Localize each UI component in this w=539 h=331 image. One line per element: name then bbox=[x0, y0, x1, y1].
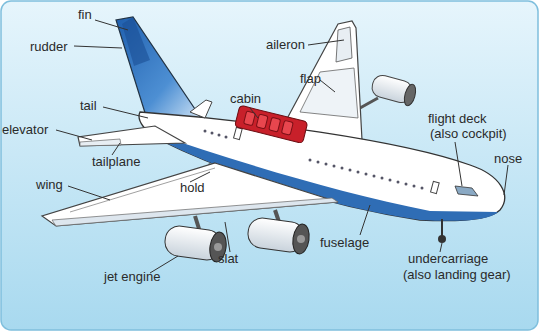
near-wing bbox=[42, 163, 338, 226]
far-tailplane bbox=[190, 100, 212, 118]
part-name: tailplane bbox=[92, 155, 140, 169]
rudder-shape bbox=[122, 17, 150, 66]
far-engine bbox=[360, 73, 418, 108]
aileron-surface bbox=[336, 27, 352, 62]
part-name: wing bbox=[36, 178, 63, 192]
part-name: cabin bbox=[230, 92, 261, 106]
part-name-note: (also landing gear) bbox=[403, 268, 511, 282]
fin-shape bbox=[116, 17, 205, 124]
flap-surface bbox=[300, 68, 358, 118]
part-name: flap bbox=[300, 72, 321, 86]
near-engine bbox=[246, 210, 311, 255]
part-name: flight deck bbox=[428, 112, 487, 126]
part-name: fin bbox=[78, 8, 92, 22]
part-name: elevator bbox=[2, 123, 48, 137]
part-name: slat bbox=[218, 252, 238, 266]
door bbox=[234, 127, 243, 139]
part-name: hold bbox=[180, 181, 205, 195]
part-name: jet engine bbox=[104, 270, 160, 284]
elevator-shape bbox=[80, 139, 121, 146]
tailplane-shape bbox=[78, 126, 185, 146]
cockpit-windows bbox=[455, 186, 478, 196]
part-name: rudder bbox=[30, 40, 68, 54]
part-name: undercarriage bbox=[408, 252, 488, 266]
nose-gear bbox=[438, 219, 446, 243]
part-name: tail bbox=[80, 99, 97, 113]
part-name-note: (also cockpit) bbox=[430, 127, 507, 141]
part-name: fuselage bbox=[320, 236, 369, 250]
cabin-cutaway bbox=[235, 105, 308, 143]
leader-lines bbox=[56, 20, 508, 273]
part-name: aileron bbox=[266, 38, 305, 52]
door bbox=[431, 181, 440, 193]
part-name: nose bbox=[494, 152, 522, 166]
